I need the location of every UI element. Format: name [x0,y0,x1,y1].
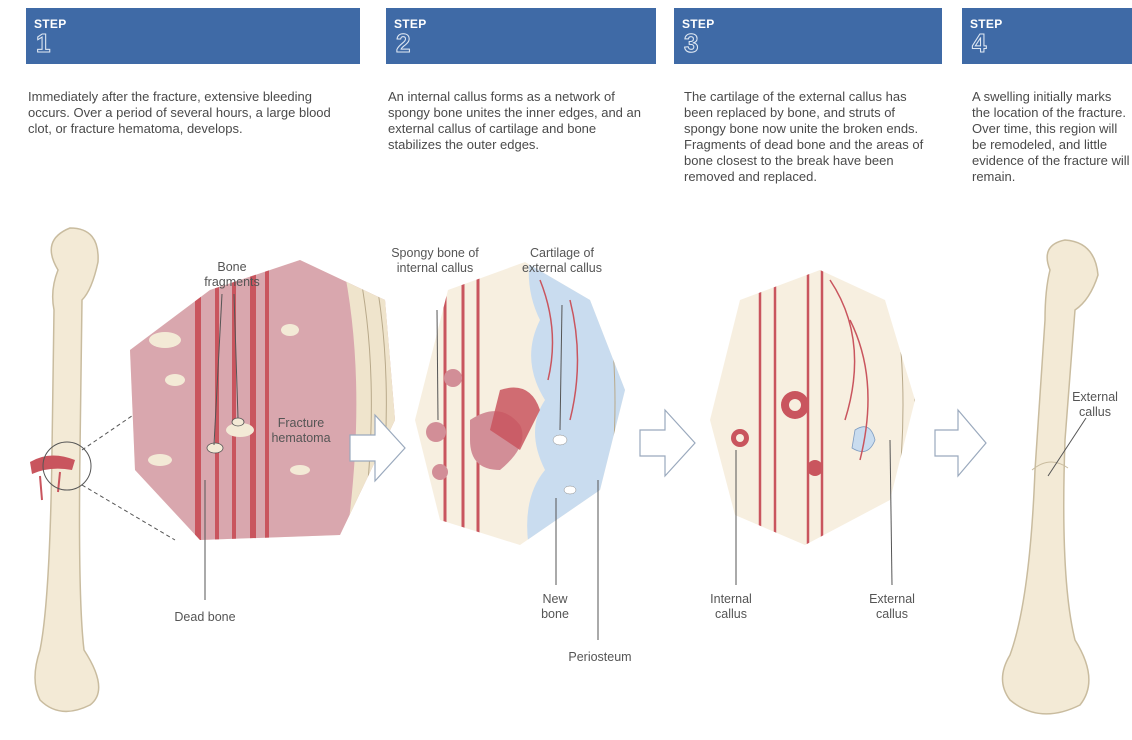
label-new-bone: New bone [530,592,580,622]
arrow-2-icon [640,410,695,476]
label-spongy-bone: Spongy bone of internal callus [380,246,490,276]
label-periosteum: Periosteum [552,650,648,665]
step-2-magnified-view [410,255,630,555]
label-fracture-hematoma: Fracture hematoma [256,416,346,446]
label-cartilage: Cartilage of external callus [522,246,602,276]
step-1-magnified-view [120,250,410,550]
label-internal-callus: Internal callus [696,592,766,622]
label-dead-bone: Dead bone [170,610,240,625]
label-external-callus-step3: External callus [852,592,932,622]
step-3-magnified-view [700,260,930,560]
label-external-callus-step4: External callus [1060,390,1130,420]
step-4-bone [1003,240,1099,714]
arrow-3-icon [935,410,986,476]
label-bone-fragments: Bone fragments [192,260,272,290]
